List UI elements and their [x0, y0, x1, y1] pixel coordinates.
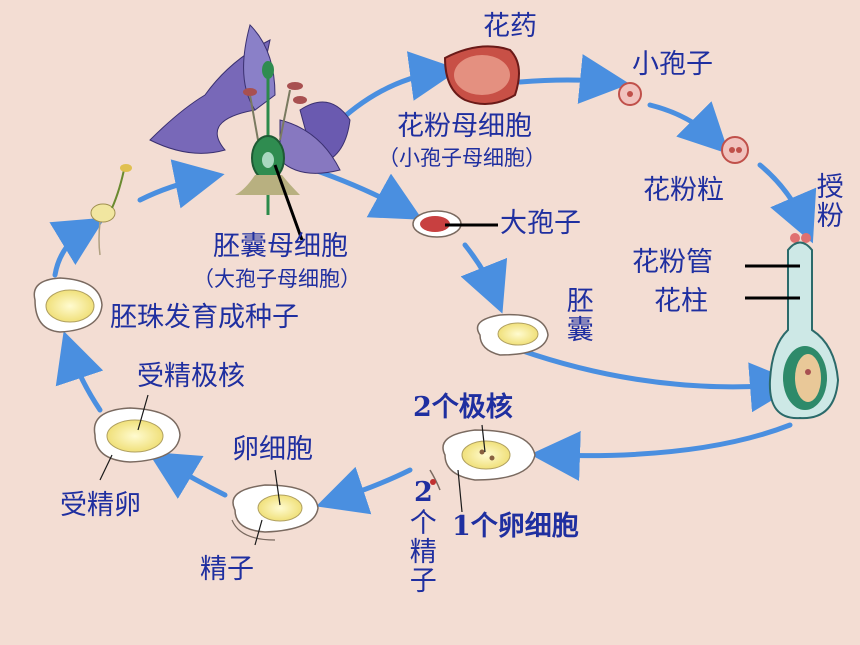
leader-two-polar-nuclei [481, 424, 486, 453]
cycle-arrows [49, 51, 817, 515]
pistil-illustration [768, 233, 840, 420]
arrow-megaspore-to-embryosac [460, 242, 508, 314]
label-megaspore: 大孢子 [500, 208, 581, 239]
label-embryo-sac: 胚囊 [561, 286, 593, 344]
label-pollen-mother-cell-alt: （小孢子母细胞） [378, 146, 546, 170]
label-fertilized-polar-nuclei: 受精极核 [137, 361, 245, 392]
arrow-to-egg-cell [316, 466, 413, 515]
leader-egg-cell [274, 469, 281, 506]
embryo-sac-illustration [476, 313, 549, 356]
ovule-with-sperm-illustration [429, 429, 536, 491]
label-two-sperm-text: 个精子 [404, 508, 436, 595]
label-sperm: 精子 [200, 554, 254, 585]
label-ovule-to-seed: 胚珠发育成种子 [110, 302, 299, 333]
leader-embryo-sac-mother-cell [273, 164, 304, 241]
leader-fertilized-egg [99, 454, 113, 481]
label-one-egg-cell: 1个卵细胞 [452, 511, 579, 542]
label-pollen-mother-cell: 花粉母细胞 [397, 111, 532, 142]
arrow-anther-to-microspore [517, 54, 630, 104]
arrow-seed-to-seedling [49, 217, 106, 278]
fertilized-ovule-illustration [93, 407, 181, 463]
pollen-grain-illustration [721, 136, 749, 164]
label-embryo-sac-mother-cell-alt: （大孢子母细胞） [193, 267, 361, 291]
leader-one-egg-cell [457, 469, 463, 513]
label-pollen-grain: 花粉粒 [643, 175, 724, 206]
label-anther: 花药 [483, 11, 537, 42]
label-pollination: 授粉 [811, 172, 843, 230]
thin-leaders [99, 394, 486, 546]
leader-fertilized-polar-nuclei [137, 394, 149, 431]
microspore-illustration [618, 82, 642, 106]
arrow-pollen-to-stigma [757, 162, 817, 244]
arrow-to-seed [55, 331, 104, 413]
arrow-microspore-to-pollen [647, 101, 730, 155]
label-fertilized-egg: 受精卵 [60, 490, 141, 521]
label-two-polar-nuclei: 2个极核 [413, 392, 513, 423]
label-egg-cell: 卵细胞 [232, 434, 313, 465]
seedling-illustration [90, 164, 132, 256]
label-two-sperm-digit: 2 [414, 477, 433, 508]
arrow-to-fertilized [147, 451, 228, 499]
seed-illustration [33, 277, 103, 333]
arrow-seedling-to-flower [137, 159, 225, 209]
arrow-embryosac-to-pistil [517, 347, 800, 413]
leader-sperm [254, 519, 263, 546]
label-pollen-tube: 花粉管 [632, 247, 713, 278]
label-style: 花柱 [654, 286, 708, 317]
label-microspore: 小孢子 [632, 49, 713, 80]
leader-lines [273, 164, 800, 300]
egg-cell-ovule-illustration [231, 484, 319, 541]
label-embryo-sac-mother-cell: 胚囊母细胞 [213, 231, 348, 262]
anther-illustration [443, 45, 520, 105]
megaspore-illustration [412, 210, 462, 238]
arrow-pistil-to-fertilization [530, 422, 793, 481]
